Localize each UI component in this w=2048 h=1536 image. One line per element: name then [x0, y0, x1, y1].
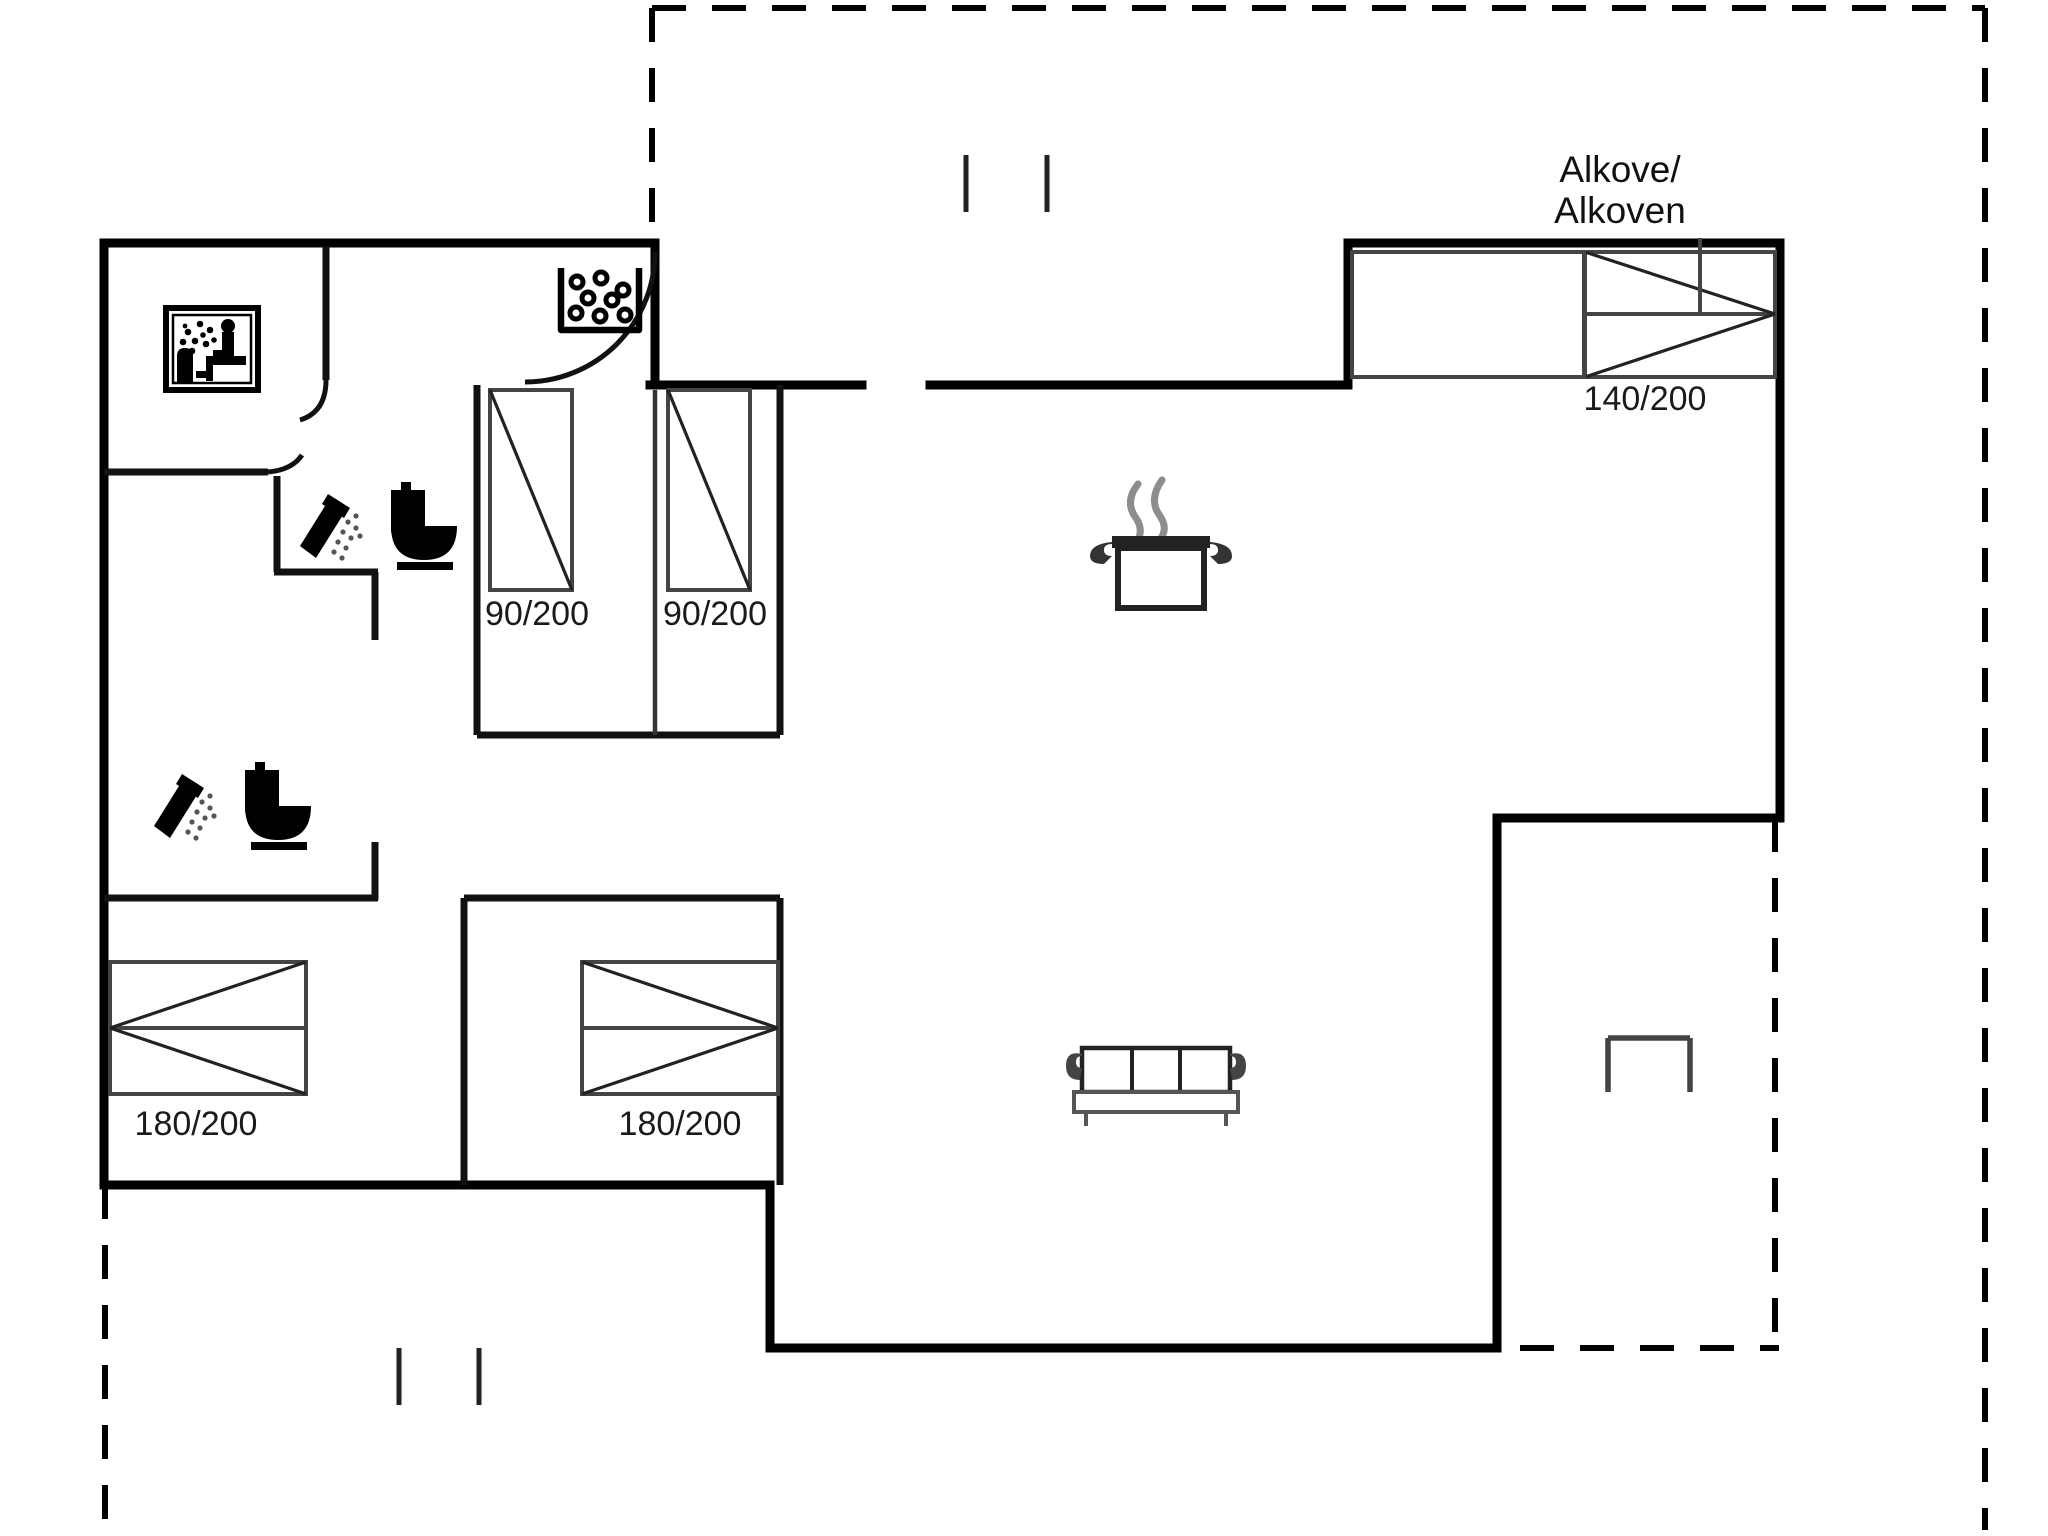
- shower-icon-lower: [154, 774, 217, 841]
- cooking-pot-icon: [1090, 476, 1232, 611]
- interior-walls: [104, 246, 784, 1185]
- bed-double-1-size-label: 180/200: [135, 1105, 258, 1143]
- shower-icon-upper: [300, 494, 363, 561]
- door-swings: [524, 251, 658, 385]
- sofa-icon: [1066, 1045, 1246, 1126]
- bed-double-2-size-label: 180/200: [619, 1105, 742, 1143]
- exterior-walls: [99, 238, 1785, 1353]
- bed-single-2-size-label: 90/200: [663, 595, 767, 633]
- window-ticks-bottom: [396, 1348, 482, 1405]
- bed-alkove-size-label: 140/200: [1584, 380, 1707, 418]
- bed-single-1-size-label: 90/200: [485, 595, 589, 633]
- bed-double-1: [108, 960, 308, 1096]
- toilet-icon-upper: [391, 482, 457, 570]
- alkove-label-line1: Alkove/: [1559, 149, 1681, 190]
- washing-machine-icon: [557, 268, 643, 334]
- sauna-icon: [163, 305, 261, 393]
- bed-single-1: [488, 388, 574, 592]
- terrace-table-icon: [1605, 1035, 1693, 1092]
- terrace-outline: [102, 5, 1988, 1530]
- alkove-label-line2: Alkoven: [1554, 190, 1686, 231]
- window-ticks-top: [963, 155, 1050, 212]
- bed-alkove: [1350, 238, 1777, 379]
- bed-single-2: [666, 388, 752, 592]
- bed-double-2: [580, 960, 780, 1096]
- toilet-icon-lower: [245, 762, 311, 850]
